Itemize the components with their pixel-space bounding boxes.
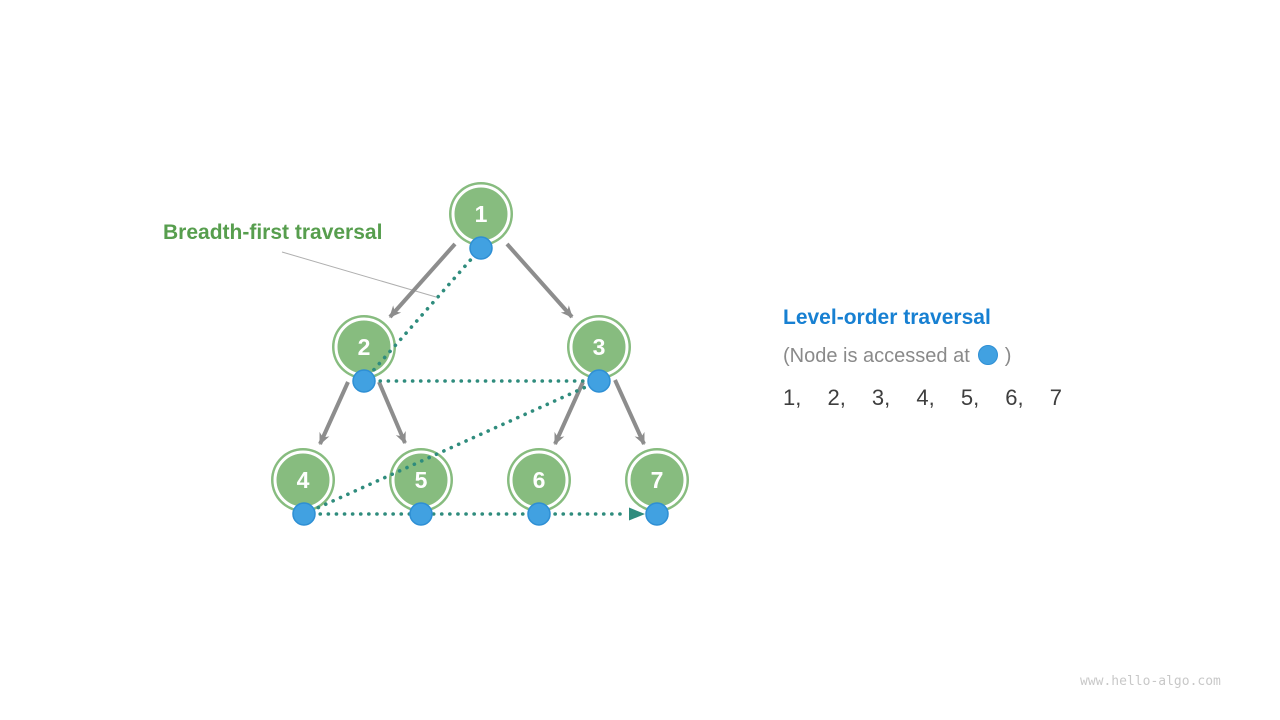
access-dot-node-5 <box>409 502 433 526</box>
node-label: 3 <box>593 334 606 360</box>
tree-edge-1-3 <box>505 242 574 319</box>
node-label: 2 <box>358 334 371 360</box>
tree-node-3: 3 <box>567 315 631 379</box>
level-order-traversal-title: Level-order traversal <box>783 306 991 329</box>
node-label: 1 <box>475 201 488 227</box>
access-note-text-after: ) <box>1004 345 1012 367</box>
traversal-path-3-4 <box>302 379 601 516</box>
tree-edge-3-7 <box>613 379 646 446</box>
tree-node-1: 1 <box>449 182 513 246</box>
tree-node-7: 7 <box>625 448 689 512</box>
node-label: 5 <box>415 467 428 493</box>
traversal-sequence: 1, 2, 3, 4, 5, 6, 7 <box>783 385 1062 410</box>
node-circle <box>567 315 631 379</box>
label-leader-line <box>281 251 437 298</box>
tree-edge-3-6 <box>553 381 585 446</box>
traversal-arrowhead-icon <box>629 507 645 521</box>
tree-node-6: 6 <box>507 448 571 512</box>
access-dot-node-2 <box>352 369 376 393</box>
access-dot-node-7 <box>645 502 669 526</box>
tree-edge-2-4 <box>318 381 350 446</box>
traversal-path-1-2 <box>362 246 483 383</box>
tree-node-4: 4 <box>271 448 335 512</box>
access-dot-node-6 <box>527 502 551 526</box>
access-dot-legend-icon <box>977 345 998 365</box>
node-circle <box>507 448 571 512</box>
node-label: 7 <box>651 467 664 493</box>
tree-node-5: 5 <box>389 448 453 512</box>
access-dot-node-3 <box>587 369 611 393</box>
access-dot-node-1 <box>469 236 493 260</box>
access-dot-node-4 <box>292 502 316 526</box>
node-circle <box>625 448 689 512</box>
node-circle <box>271 448 335 512</box>
node-label: 4 <box>297 467 310 493</box>
access-note: (Node is accessed at) <box>783 345 1011 368</box>
watermark: www.hello-algo.com <box>1080 674 1221 689</box>
tree-edge-2-5 <box>377 381 407 445</box>
access-note-text-before: (Node is accessed at <box>783 345 970 367</box>
tree-edge-1-2 <box>388 242 457 319</box>
breadth-first-traversal-label: Breadth-first traversal <box>163 221 383 244</box>
node-circle <box>449 182 513 246</box>
node-label: 6 <box>533 467 546 493</box>
node-circle <box>389 448 453 512</box>
